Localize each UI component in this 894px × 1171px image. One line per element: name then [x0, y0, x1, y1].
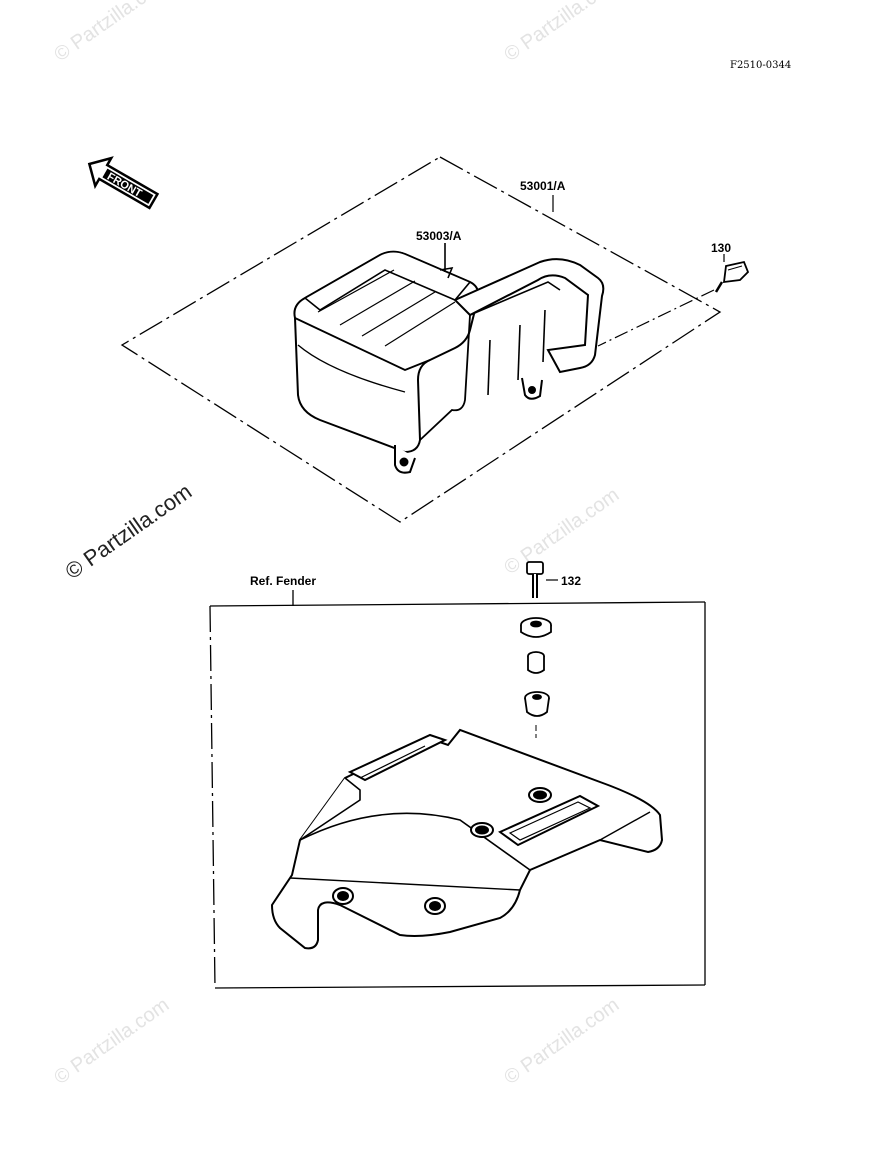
- callout-132: 132: [561, 574, 581, 588]
- diagram-code: F2510-0344: [730, 60, 791, 71]
- watermark-top-right: © Partzilla.com: [500, 0, 623, 66]
- callout-130: 130: [711, 241, 731, 255]
- watermark-top-left: © Partzilla.com: [50, 0, 173, 66]
- grommet-icon: [524, 691, 550, 717]
- fender-frame: [209, 590, 706, 989]
- faint-watermarks: © Partzilla.com © Partzilla.com © Partzi…: [50, 0, 623, 1089]
- callout-53003-a: 53003/A: [416, 229, 462, 243]
- seat-assembly-illustration: [293, 250, 605, 474]
- callout-ref-fender: Ref. Fender: [250, 574, 316, 588]
- main-watermark: © Partzilla.com: [61, 479, 197, 585]
- seat-assembly-frame: [120, 156, 722, 523]
- upper-leader-lines: [439, 195, 725, 347]
- front-arrow-icon: FRONT: [87, 156, 160, 210]
- watermark-middle: © Partzilla.com: [500, 484, 623, 579]
- watermark-bottom-right: © Partzilla.com: [500, 994, 623, 1089]
- collar-icon: [527, 651, 545, 674]
- bolt-130-icon: [714, 260, 750, 293]
- callout-53001-a: 53001/A: [520, 179, 566, 193]
- watermark-bottom-left: © Partzilla.com: [50, 994, 173, 1089]
- washer-icon: [520, 617, 552, 638]
- bolt-132-icon: [526, 561, 544, 598]
- fender-illustration: [270, 728, 664, 950]
